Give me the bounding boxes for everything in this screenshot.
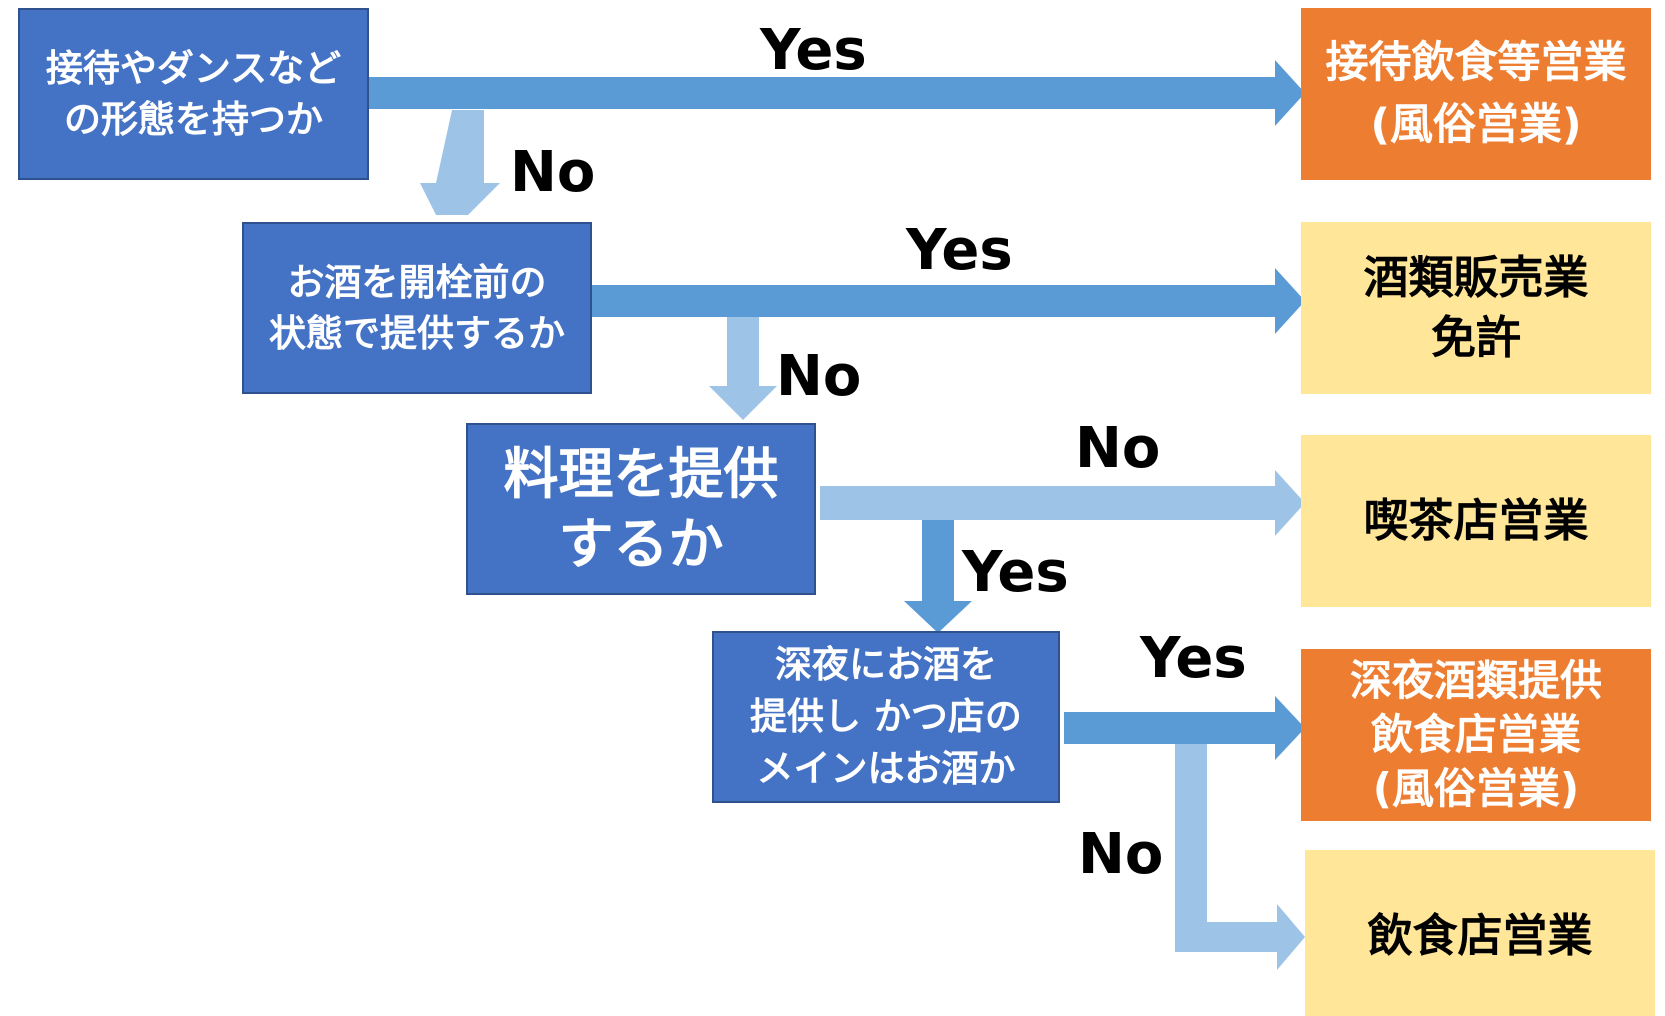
question-box-hospitality: 接待やダンスなど の形態を持つか xyxy=(18,8,369,180)
question-text-hospitality: 接待やダンスなど の形態を持つか xyxy=(45,47,342,141)
question-text-unopened-alcohol: お酒を開栓前の 状態で提供するか xyxy=(269,261,565,355)
arrow-q2-no xyxy=(709,317,777,420)
result-box-liquor-license: 酒類販売業 免許 xyxy=(1301,222,1651,394)
arrow-q3-yes xyxy=(904,520,972,633)
label-no-q1: No xyxy=(510,140,596,205)
result-text-liquor-license: 酒類販売業 免許 xyxy=(1363,251,1589,364)
arrow-q3-no xyxy=(820,470,1305,536)
question-text-food: 料理を提供 するか xyxy=(503,442,779,576)
question-text-late-night: 深夜にお酒を 提供し かつ店の メインはお酒か xyxy=(750,643,1022,790)
label-yes-q3: Yes xyxy=(962,540,1069,605)
arrow-q4-no xyxy=(1175,744,1305,970)
arrow-q1-yes xyxy=(365,60,1305,126)
result-box-restaurant: 飲食店営業 xyxy=(1305,850,1655,1016)
label-yes-q4: Yes xyxy=(1140,626,1247,691)
result-text-cafe: 喫茶店営業 xyxy=(1363,494,1589,547)
result-box-hospitality-business: 接待飲食等営業 (風俗営業) xyxy=(1301,8,1651,180)
arrow-q4-yes xyxy=(1064,696,1305,760)
label-no-q2: No xyxy=(776,344,862,409)
result-text-restaurant: 飲食店営業 xyxy=(1367,909,1593,962)
question-box-food: 料理を提供 するか xyxy=(466,423,816,595)
arrow-q1-no xyxy=(420,110,500,215)
question-box-unopened-alcohol: お酒を開栓前の 状態で提供するか xyxy=(242,222,592,394)
label-no-q4: No xyxy=(1078,822,1164,887)
arrow-q2-yes xyxy=(591,268,1305,334)
label-yes-q1: Yes xyxy=(760,18,867,83)
question-box-late-night: 深夜にお酒を 提供し かつ店の メインはお酒か xyxy=(712,631,1060,803)
label-yes-q2: Yes xyxy=(906,218,1013,283)
result-box-cafe: 喫茶店営業 xyxy=(1301,435,1651,607)
result-text-late-night-bar: 深夜酒類提供 飲食店営業 (風俗営業) xyxy=(1349,656,1602,813)
result-text-hospitality-business: 接待飲食等営業 (風俗営業) xyxy=(1325,38,1627,150)
result-box-late-night-bar: 深夜酒類提供 飲食店営業 (風俗営業) xyxy=(1301,649,1651,821)
label-no-q3: No xyxy=(1075,416,1161,481)
